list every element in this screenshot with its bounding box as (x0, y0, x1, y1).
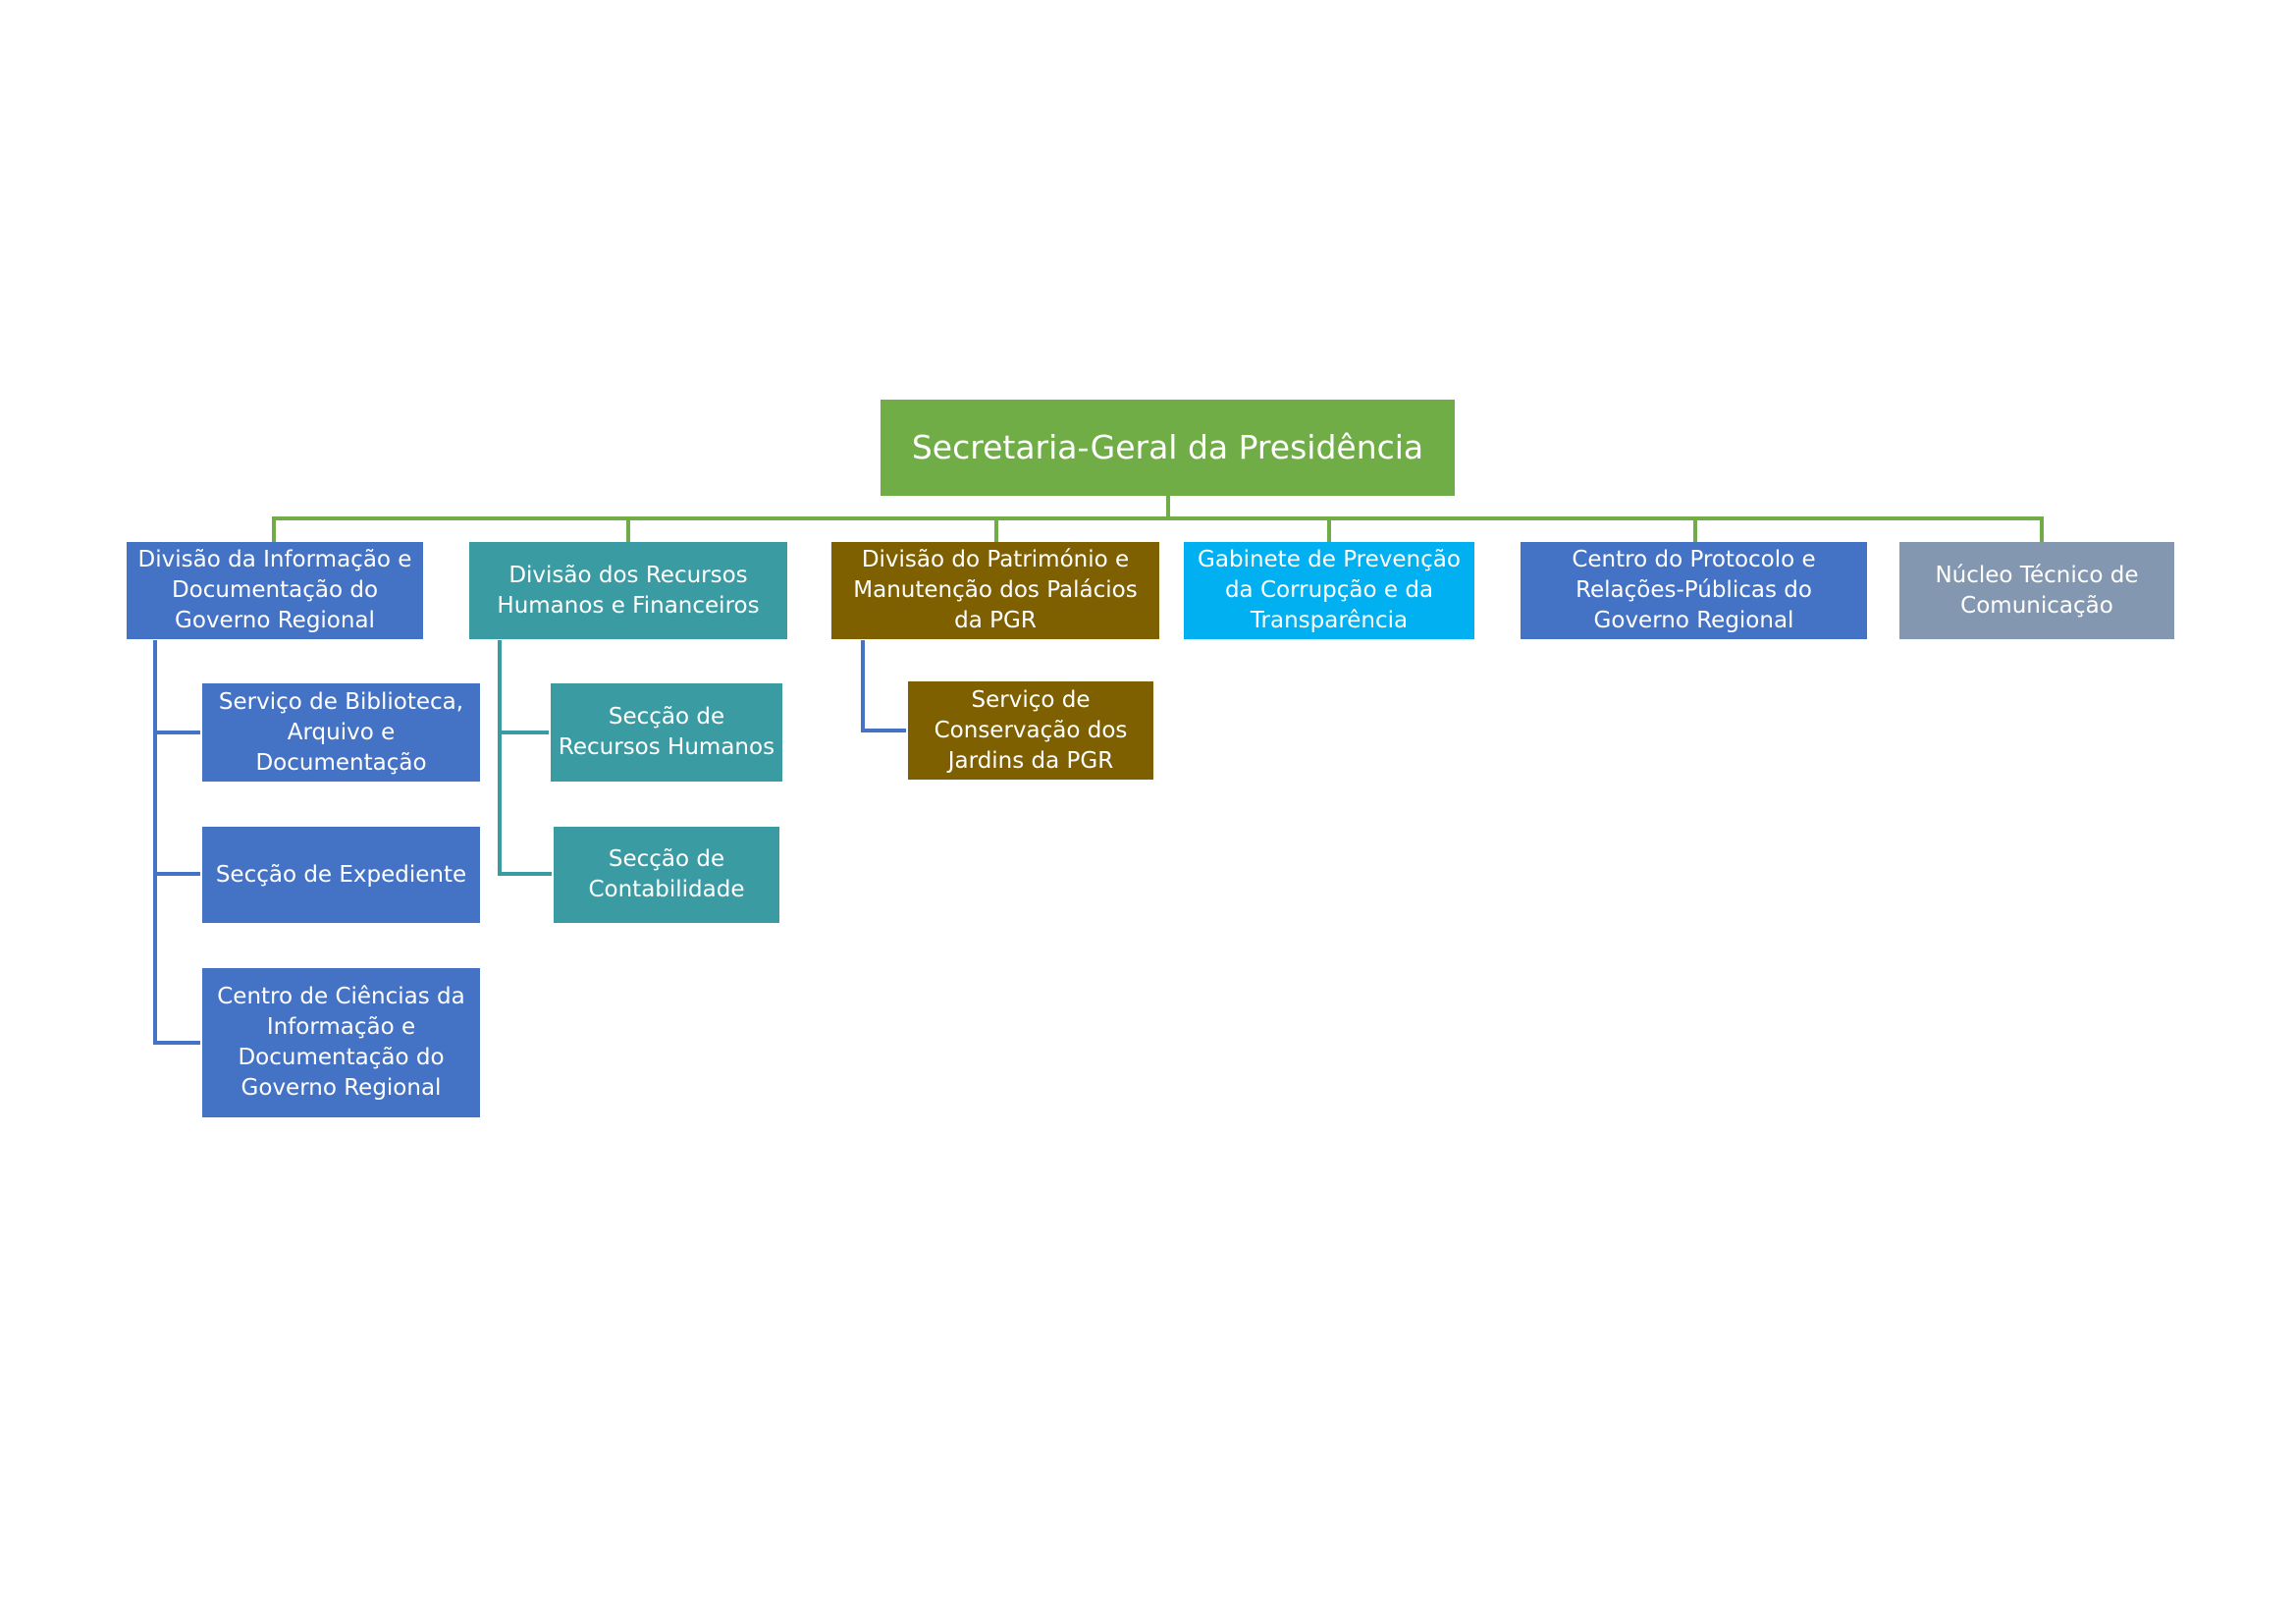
division-label: Centro do Protocolo e Relações-Públicas … (1572, 547, 1816, 633)
sub-unit-label: Secção de Contabilidade (588, 846, 745, 902)
sub-unit-expediente: Secção de Expediente (202, 827, 480, 923)
sub-unit-biblioteca: Serviço de Biblioteca, Arquivo e Documen… (202, 683, 480, 782)
sub-unit-centro-ciencias: Centro de Ciências da Informação e Docum… (202, 968, 480, 1117)
patrimonio-branch-line (861, 640, 906, 732)
root-node-label: Secretaria-Geral da Presidência (911, 428, 1424, 466)
division-label: Divisão da Informação e Documentação do … (137, 547, 412, 633)
sub-unit-contabilidade: Secção de Contabilidade (554, 827, 779, 923)
division-label: Divisão do Património e Manutenção dos P… (853, 547, 1138, 633)
division-recursos: Divisão dos Recursos Humanos e Financeir… (469, 542, 787, 639)
sub-unit-recursos-humanos: Secção de Recursos Humanos (551, 683, 782, 782)
sub-unit-label: Serviço de Conservação dos Jardins da PG… (934, 686, 1128, 774)
division-protocolo: Centro do Protocolo e Relações-Públicas … (1521, 542, 1867, 639)
division-informacao: Divisão da Informação e Documentação do … (127, 542, 423, 639)
sub-unit-jardins: Serviço de Conservação dos Jardins da PG… (908, 681, 1153, 780)
informacao-connectors (153, 640, 200, 1045)
sub-unit-label: Secção de Expediente (215, 861, 467, 888)
patrimonio-connectors (861, 640, 906, 732)
division-patrimonio: Divisão do Património e Manutenção dos P… (831, 542, 1159, 639)
root-node: Secretaria-Geral da Presidência (881, 400, 1455, 496)
recursos-branch-line (498, 640, 552, 876)
sub-unit-label: Secção de Recursos Humanos (558, 704, 775, 760)
division-label: Gabinete de Prevenção da Corrupção e da … (1198, 547, 1461, 633)
division-label: Divisão dos Recursos Humanos e Financeir… (497, 562, 760, 619)
sub-unit-label: Serviço de Biblioteca, Arquivo e Documen… (218, 688, 464, 776)
division-nucleo: Núcleo Técnico de Comunicação (1899, 542, 2174, 639)
sub-unit-label: Centro de Ciências da Informação e Docum… (217, 984, 465, 1101)
division-label: Núcleo Técnico de Comunicação (1935, 562, 2139, 619)
root-connectors (272, 496, 2044, 542)
division-gabinete: Gabinete de Prevenção da Corrupção e da … (1184, 542, 1474, 639)
recursos-connectors (498, 640, 552, 876)
informacao-branch-line (153, 640, 200, 1045)
